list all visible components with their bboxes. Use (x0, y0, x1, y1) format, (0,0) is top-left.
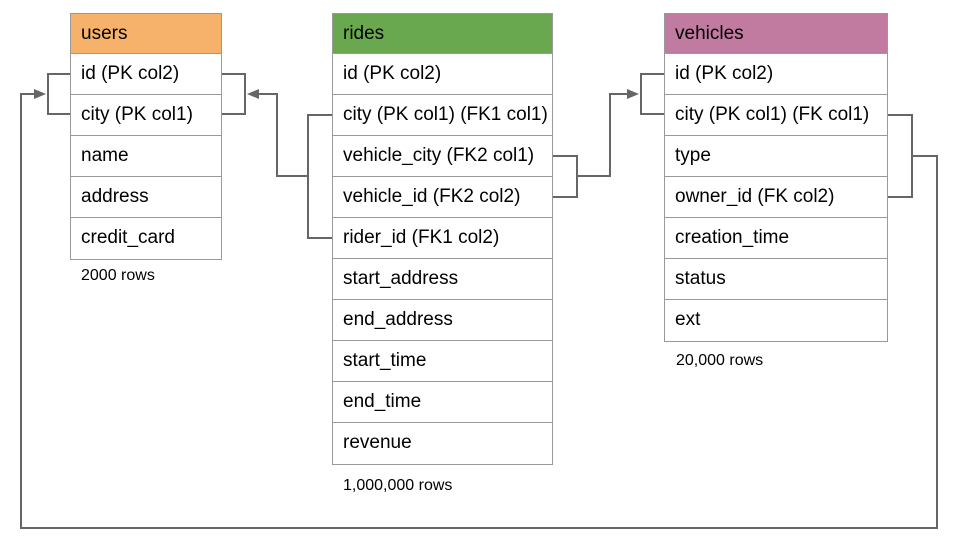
vehicles-fk-bracket-right (888, 114, 913, 198)
users-row-id: id (PK col2) (71, 54, 221, 95)
vehicles-row-city: city (PK col1) (FK col1) (665, 95, 887, 136)
users-table-title: users (81, 23, 128, 44)
vehicles-row-owner-id: owner_id (FK col2) (665, 177, 887, 218)
vehicles-table-header: vehicles (665, 14, 887, 54)
users-row-city: city (PK col1) (71, 95, 221, 136)
rides-row-revenue: revenue (333, 423, 552, 464)
vehicles-table: vehicles id (PK col2) city (PK col1) (FK… (664, 13, 888, 342)
rides-row-start-address: start_address (333, 259, 552, 300)
vehicles-row-count: 20,000 rows (676, 352, 764, 369)
rides-row-end-address: end_address (333, 300, 552, 341)
rides-fk2-bracket-right (553, 155, 578, 198)
users-pk-bracket-left (47, 73, 70, 115)
users-table-header: users (71, 14, 221, 54)
vehicles-row-status: status (665, 259, 887, 300)
users-pk-bracket-right (222, 73, 246, 115)
relation-line-rides-users (258, 93, 308, 177)
relation-line-rides-vehicles (577, 93, 627, 177)
arrowhead-vehicles-users-icon (34, 89, 46, 99)
rides-table: rides id (PK col2) city (PK col1) (FK1 c… (332, 13, 553, 465)
arrowhead-rides-users-icon (247, 89, 259, 99)
vehicles-row-ext: ext (665, 300, 887, 341)
rides-row-vehicle-id: vehicle_id (FK2 col2) (333, 177, 552, 218)
rides-row-start-time: start_time (333, 341, 552, 382)
rides-row-id: id (PK col2) (333, 54, 552, 95)
rides-row-rider-id: rider_id (FK1 col2) (333, 218, 552, 259)
rides-row-end-time: end_time (333, 382, 552, 423)
vehicles-table-title: vehicles (675, 23, 744, 44)
vehicles-row-id: id (PK col2) (665, 54, 887, 95)
rides-row-count: 1,000,000 rows (343, 477, 453, 494)
users-table: users id (PK col2) city (PK col1) name a… (70, 13, 222, 260)
vehicles-row-type: type (665, 136, 887, 177)
rides-table-title: rides (343, 23, 385, 44)
vehicles-pk-bracket-left (640, 73, 664, 115)
arrowhead-rides-vehicles-icon (627, 89, 639, 99)
rides-row-vehicle-city: vehicle_city (FK2 col1) (333, 136, 552, 177)
vehicles-row-creation-time: creation_time (665, 218, 887, 259)
rides-table-header: rides (333, 14, 552, 54)
users-row-count: 2000 rows (81, 267, 155, 284)
users-row-credit-card: credit_card (71, 218, 221, 259)
users-row-address: address (71, 177, 221, 218)
relation-line-vehicles-users (20, 93, 938, 529)
users-row-name: name (71, 136, 221, 177)
rides-row-city: city (PK col1) (FK1 col1) (333, 95, 552, 136)
rides-fk1-bracket-left (307, 114, 332, 239)
